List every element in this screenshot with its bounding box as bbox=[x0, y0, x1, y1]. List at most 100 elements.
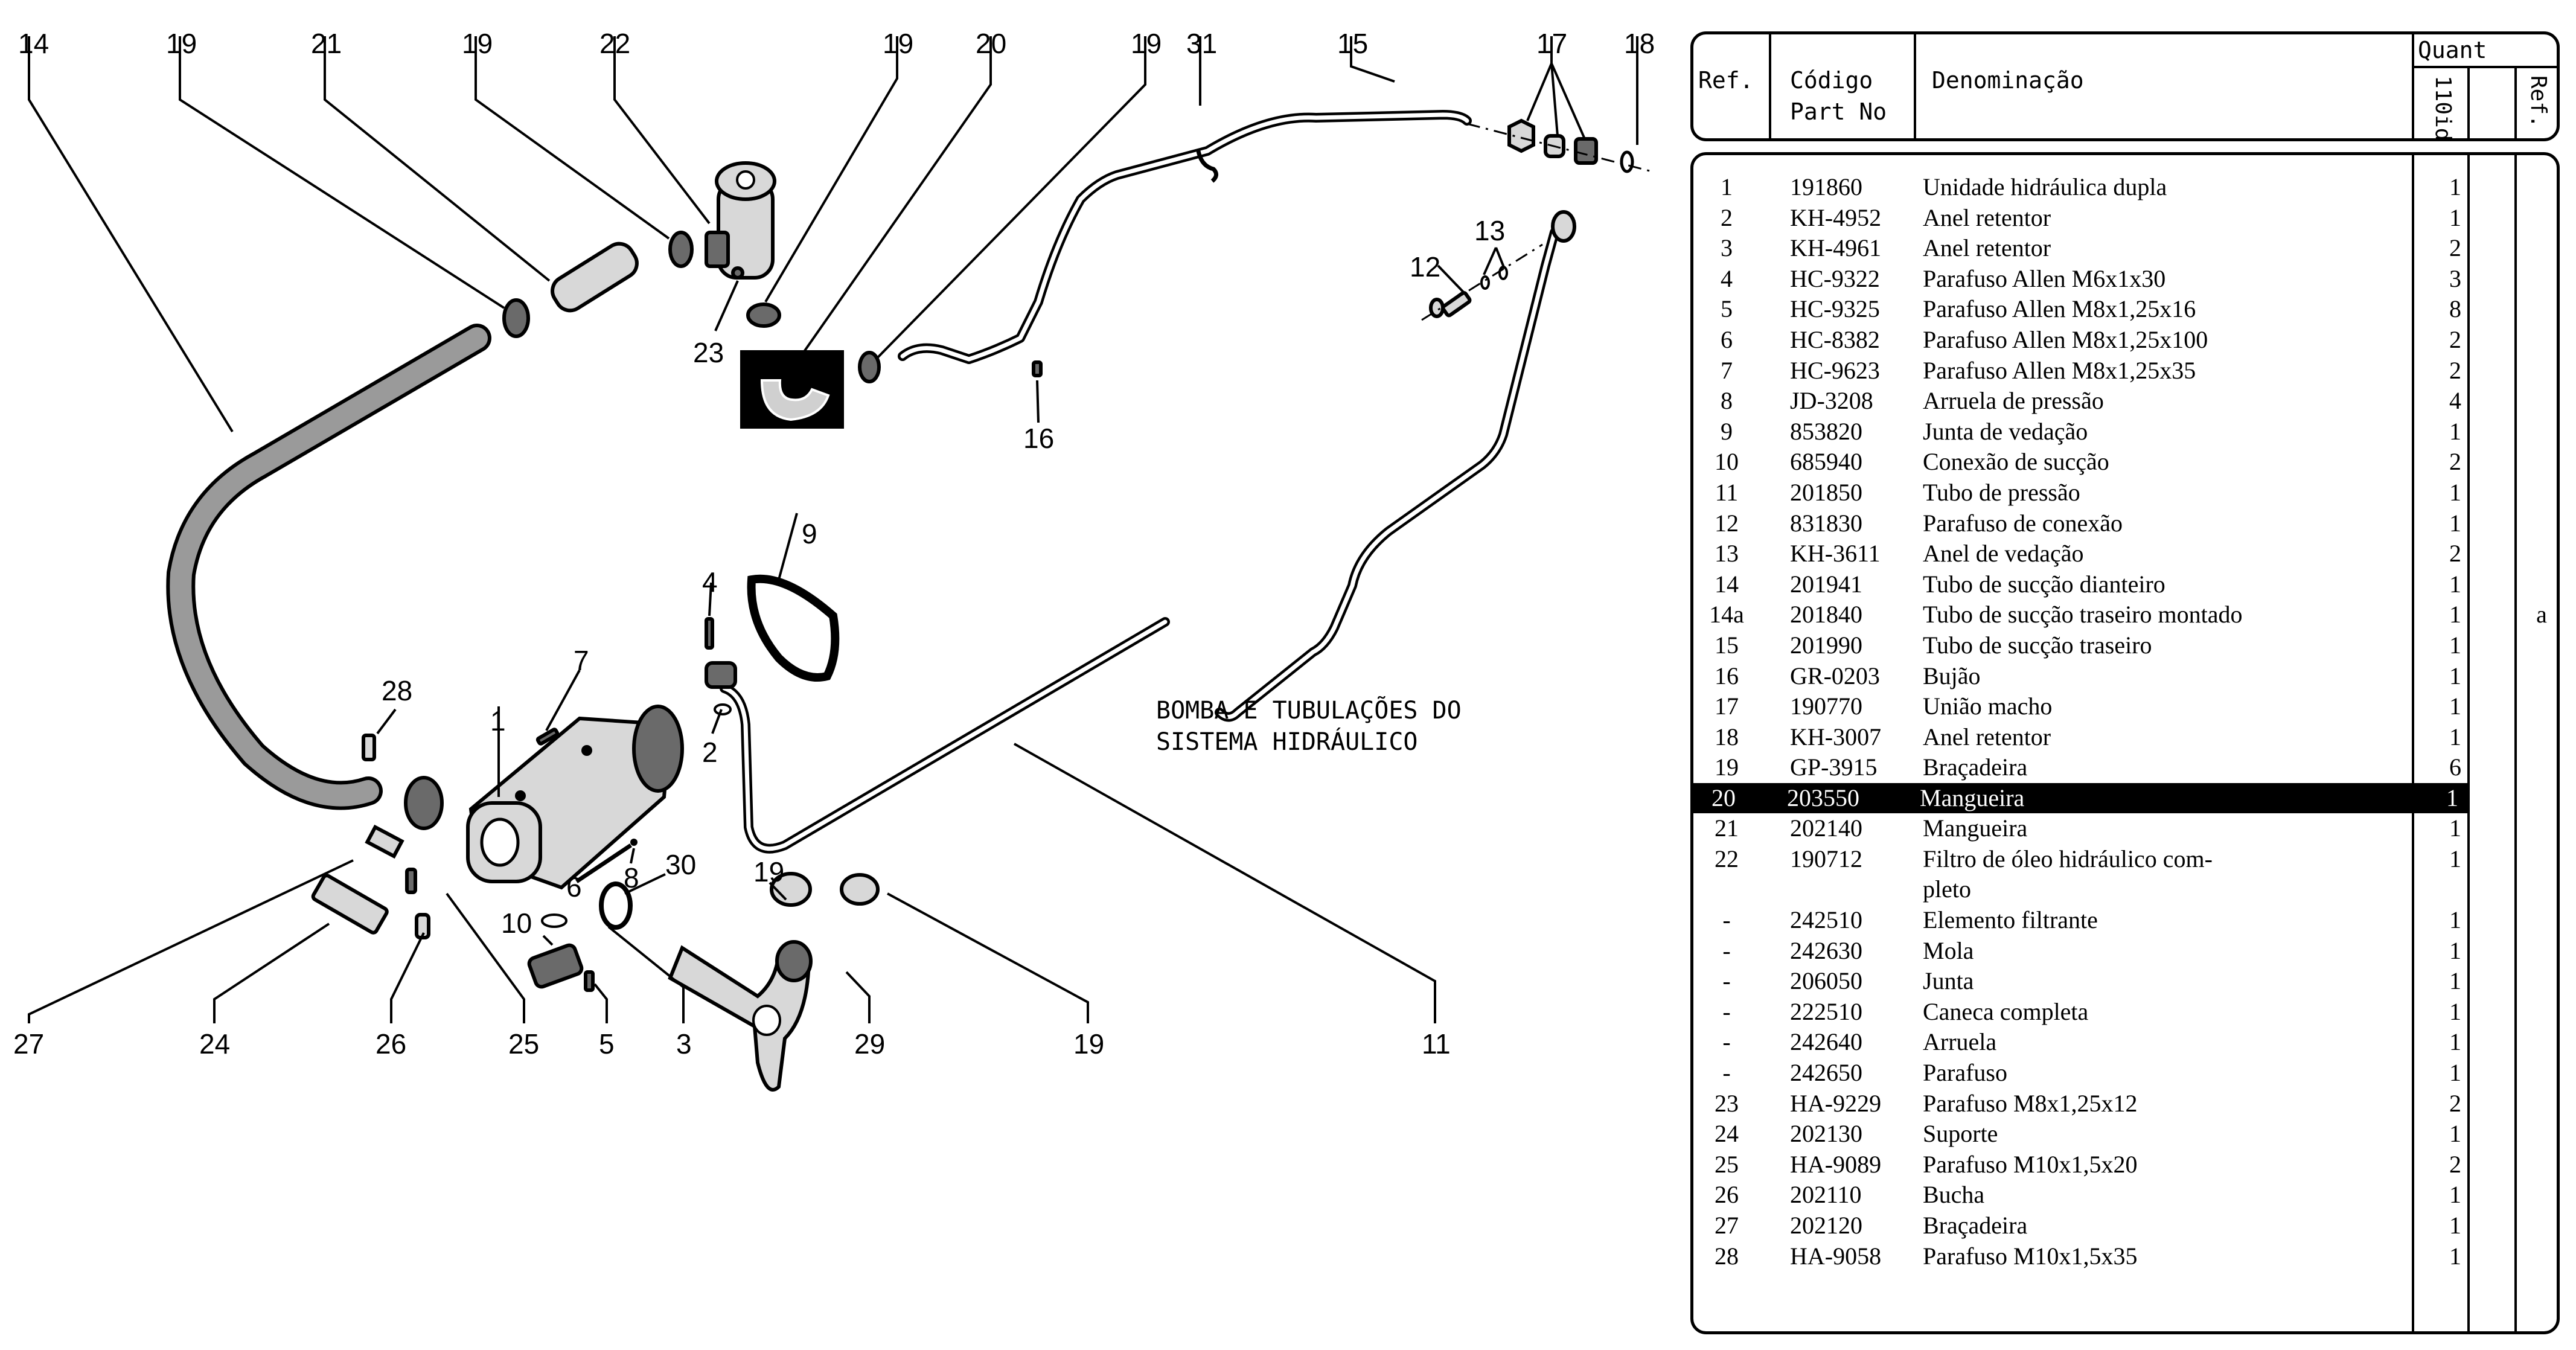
table-row[interactable]: - 206050 Junta 1 bbox=[1693, 966, 2563, 997]
part-19-clamp[interactable] bbox=[770, 872, 812, 907]
table-row[interactable]: 19 GP-3915 Braçadeira 6 bbox=[1693, 752, 2563, 783]
cell-quantity: 3 bbox=[2449, 264, 2461, 292]
table-row[interactable]: 18 KH-3007 Anel retentor 1 bbox=[1693, 722, 2563, 753]
column-divider bbox=[1769, 34, 1771, 138]
part-19-clamp[interactable] bbox=[746, 302, 781, 328]
part-16-plug[interactable] bbox=[1032, 360, 1043, 377]
table-row[interactable]: - 242640 Arruela 1 bbox=[1693, 1027, 2563, 1058]
cell-part-number: KH-3611 bbox=[1790, 540, 1881, 568]
part-4-allen-screw[interactable] bbox=[705, 617, 714, 650]
table-row[interactable]: 16 GR-0203 Bujão 1 bbox=[1693, 661, 2563, 692]
table-row[interactable]: 13 KH-3611 Anel de vedação 2 bbox=[1693, 539, 2563, 569]
part-7-allen-screw[interactable] bbox=[535, 728, 560, 746]
table-row[interactable]: 9 853820 Junta de vedação 1 bbox=[1693, 417, 2563, 447]
part-10-suction-connection[interactable] bbox=[527, 943, 584, 989]
cell-part-number: 201990 bbox=[1790, 631, 1862, 659]
table-row[interactable]: 23 HA-9229 Parafuso M8x1,25x12 2 bbox=[1693, 1089, 2563, 1119]
table-row[interactable]: 21 202140 Mangueira 1 bbox=[1693, 813, 2563, 844]
cell-quantity: 1 bbox=[2449, 662, 2461, 689]
cell-denomination: Parafuso Allen M8x1,25x16 bbox=[1923, 295, 2196, 323]
table-row[interactable]: 14 201941 Tubo de sucção dianteiro 1 bbox=[1693, 569, 2563, 600]
part-3-retaining-ring[interactable] bbox=[541, 913, 567, 928]
cell-denomination: Tubo de sucção traseiro montado bbox=[1923, 601, 2243, 629]
part-18-retaining-ring[interactable] bbox=[1620, 150, 1634, 173]
part-19-clamp[interactable] bbox=[840, 873, 880, 906]
part-19-clamp[interactable] bbox=[502, 298, 530, 338]
cell-ref: - bbox=[1722, 936, 1731, 964]
table-row[interactable]: 4 HC-9322 Parafuso Allen M6x1x30 3 bbox=[1693, 264, 2563, 295]
part-5-allen-screw[interactable] bbox=[584, 970, 595, 992]
table-row[interactable]: 15 201990 Tubo de sucção traseiro 1 bbox=[1693, 630, 2563, 661]
part-31-clip[interactable] bbox=[1196, 150, 1218, 183]
callout-14: 14 bbox=[18, 28, 49, 59]
table-row[interactable]: 22 190712 Filtro de óleo hidráulico com-… bbox=[1693, 844, 2563, 905]
table-row[interactable]: 12 831830 Parafuso de conexão 1 bbox=[1693, 508, 2563, 539]
cell-ref: 14a bbox=[1709, 601, 1744, 629]
table-row[interactable]: 14a 201840 Tubo de sucção traseiro monta… bbox=[1693, 600, 2563, 630]
part-9-gasket[interactable] bbox=[747, 574, 840, 682]
quant-divider bbox=[2412, 66, 2557, 68]
header-quant: Quant bbox=[2418, 37, 2487, 63]
part-30-ring[interactable] bbox=[599, 881, 633, 930]
table-row-selected[interactable]: 20 203550 Mangueira 1 bbox=[1690, 782, 2469, 814]
part-19-clamp[interactable] bbox=[668, 231, 694, 268]
table-row[interactable]: 25 HA-9089 Parafuso M10x1,5x20 2 bbox=[1693, 1150, 2563, 1180]
part-17-male-union[interactable] bbox=[1507, 118, 1598, 165]
callout-28: 28 bbox=[382, 675, 412, 706]
part-22-hydraulic-filter[interactable] bbox=[705, 161, 776, 280]
table-row[interactable]: - 242650 Parafuso 1 bbox=[1693, 1058, 2563, 1089]
table-row[interactable]: 3 KH-4961 Anel retentor 2 bbox=[1693, 233, 2563, 264]
part-19-clamp[interactable] bbox=[858, 351, 881, 383]
cell-quantity: 1 bbox=[2449, 601, 2461, 629]
table-row[interactable]: 17 190770 União macho 1 bbox=[1693, 691, 2563, 722]
callout-17: 17 bbox=[1536, 28, 1567, 59]
part-20-hose-highlighted[interactable] bbox=[740, 350, 844, 429]
part-11-pressure-tube[interactable] bbox=[720, 210, 1576, 854]
part-13-sealing-ring[interactable] bbox=[1480, 275, 1490, 290]
cell-ref: - bbox=[1722, 906, 1731, 934]
part-14-front-suction-hose[interactable] bbox=[166, 324, 491, 810]
table-row[interactable]: 6 HC-8382 Parafuso Allen M8x1,25x100 2 bbox=[1693, 325, 2563, 356]
table-row[interactable]: 28 HA-9058 Parafuso M10x1,5x35 1 bbox=[1693, 1241, 2563, 1272]
table-row[interactable]: 1 191860 Unidade hidráulica dupla 1 bbox=[1693, 172, 2563, 203]
table-row[interactable]: 2 KH-4952 Anel retentor 1 bbox=[1693, 203, 2563, 234]
table-row[interactable]: - 242510 Elemento filtrante 1 bbox=[1693, 905, 2563, 936]
table-row[interactable]: 10 685940 Conexão de sucção 2 bbox=[1693, 447, 2563, 478]
cell-quantity: 1 bbox=[2449, 1059, 2461, 1087]
part-24-support[interactable] bbox=[311, 874, 389, 935]
exploded-parts-diagram: 14 19 21 19 22 19 20 19 31 15 17 18 23 1… bbox=[13, 28, 1655, 1092]
callout-13: 13 bbox=[1474, 215, 1505, 246]
cell-ref: 26 bbox=[1715, 1181, 1739, 1209]
part-15-rear-suction-tube[interactable] bbox=[898, 110, 1472, 364]
header-part-no: Part No bbox=[1790, 98, 1887, 125]
part-8-lock-washer[interactable] bbox=[630, 839, 638, 846]
table-row[interactable]: 5 HC-9325 Parafuso Allen M8x1,25x16 8 bbox=[1693, 294, 2563, 325]
table-row[interactable]: - 242630 Mola 1 bbox=[1693, 936, 2563, 967]
part-21-hose[interactable] bbox=[547, 238, 642, 316]
cell-quantity: 1 bbox=[2449, 997, 2461, 1025]
cell-denomination: Caneca completa bbox=[1923, 997, 2089, 1025]
part-29-suction-elbow[interactable] bbox=[668, 940, 813, 1092]
cell-quantity: 1 bbox=[2449, 1212, 2461, 1239]
table-row[interactable]: 24 202130 Suporte 1 bbox=[1693, 1119, 2563, 1150]
table-row[interactable]: 26 202110 Bucha 1 bbox=[1693, 1180, 2563, 1211]
part-2-retaining-ring[interactable] bbox=[714, 703, 732, 715]
cell-part-number: 202120 bbox=[1790, 1212, 1862, 1239]
part-12-connection-bolt[interactable] bbox=[1429, 291, 1472, 318]
table-row[interactable]: 27 202120 Braçadeira 1 bbox=[1693, 1211, 2563, 1241]
table-row[interactable]: 7 HC-9623 Parafuso Allen M8x1,25x35 2 bbox=[1693, 356, 2563, 386]
table-row[interactable]: 8 JD-3208 Arruela de pressão 4 bbox=[1693, 386, 2563, 417]
part-27-clamp[interactable] bbox=[404, 776, 444, 830]
callout-9: 9 bbox=[802, 518, 817, 549]
header-denomination: Denominação bbox=[1932, 67, 2084, 94]
part-25-screw[interactable] bbox=[405, 868, 417, 894]
table-row[interactable]: 11 201850 Tubo de pressão 1 bbox=[1693, 478, 2563, 508]
part-1-double-hydraulic-unit[interactable] bbox=[466, 705, 684, 890]
part-28-screw[interactable] bbox=[362, 734, 376, 761]
cell-part-number: 242650 bbox=[1790, 1059, 1862, 1087]
table-row[interactable]: - 222510 Caneca completa 1 bbox=[1693, 997, 2563, 1028]
part-6-allen-screw[interactable] bbox=[575, 843, 632, 883]
cell-denomination: Parafuso bbox=[1923, 1059, 2007, 1087]
cell-ref: 2 bbox=[1721, 203, 1733, 231]
part-23-screw[interactable] bbox=[731, 266, 744, 280]
